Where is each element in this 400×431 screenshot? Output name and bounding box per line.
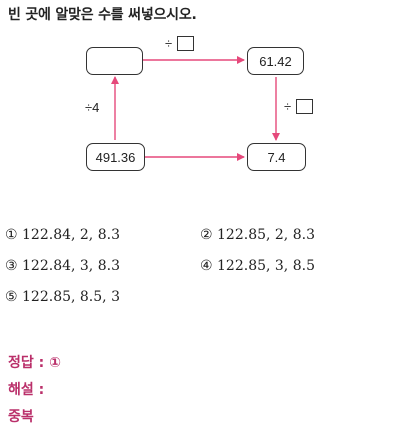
explanation-line: 해설 : — [8, 379, 44, 399]
value-box-bottom-right: 7.4 — [247, 143, 306, 171]
explanation-label: 해설 : — [8, 382, 45, 398]
divide-symbol: ÷ — [284, 99, 292, 114]
value-box-bottom-left: 491.36 — [86, 143, 145, 171]
answer-value: ① — [49, 355, 61, 371]
right-operator: ÷ — [284, 99, 314, 114]
top-operator: ÷ — [165, 36, 195, 51]
choice-3[interactable]: ③ 122.84, 3, 8.3 — [5, 258, 120, 274]
question-text: 빈 곳에 알맞은 수를 써넣으시오. — [8, 7, 197, 23]
blank-box-top-left[interactable] — [86, 47, 143, 75]
value-box-top-right: 61.42 — [247, 47, 304, 75]
blank-square-top[interactable] — [177, 36, 195, 51]
choice-4[interactable]: ④ 122.85, 3, 8.5 — [200, 258, 315, 274]
blank-square-right[interactable] — [296, 99, 314, 114]
divide-by-four-label: ÷4 — [85, 100, 100, 115]
diagram-arrows — [111, 56, 280, 161]
choice-2[interactable]: ② 122.85, 2, 8.3 — [200, 227, 315, 243]
answer-line: 정답 : ① — [8, 352, 61, 372]
duplicate-tag: 중복 — [8, 409, 34, 425]
choice-1[interactable]: ① 122.84, 2, 8.3 — [5, 227, 120, 243]
answer-label: 정답 : — [8, 355, 45, 371]
choice-5[interactable]: ⑤ 122.85, 8.5, 3 — [5, 289, 120, 305]
left-operator: ÷4 — [85, 100, 99, 115]
divide-symbol: ÷ — [165, 36, 173, 51]
